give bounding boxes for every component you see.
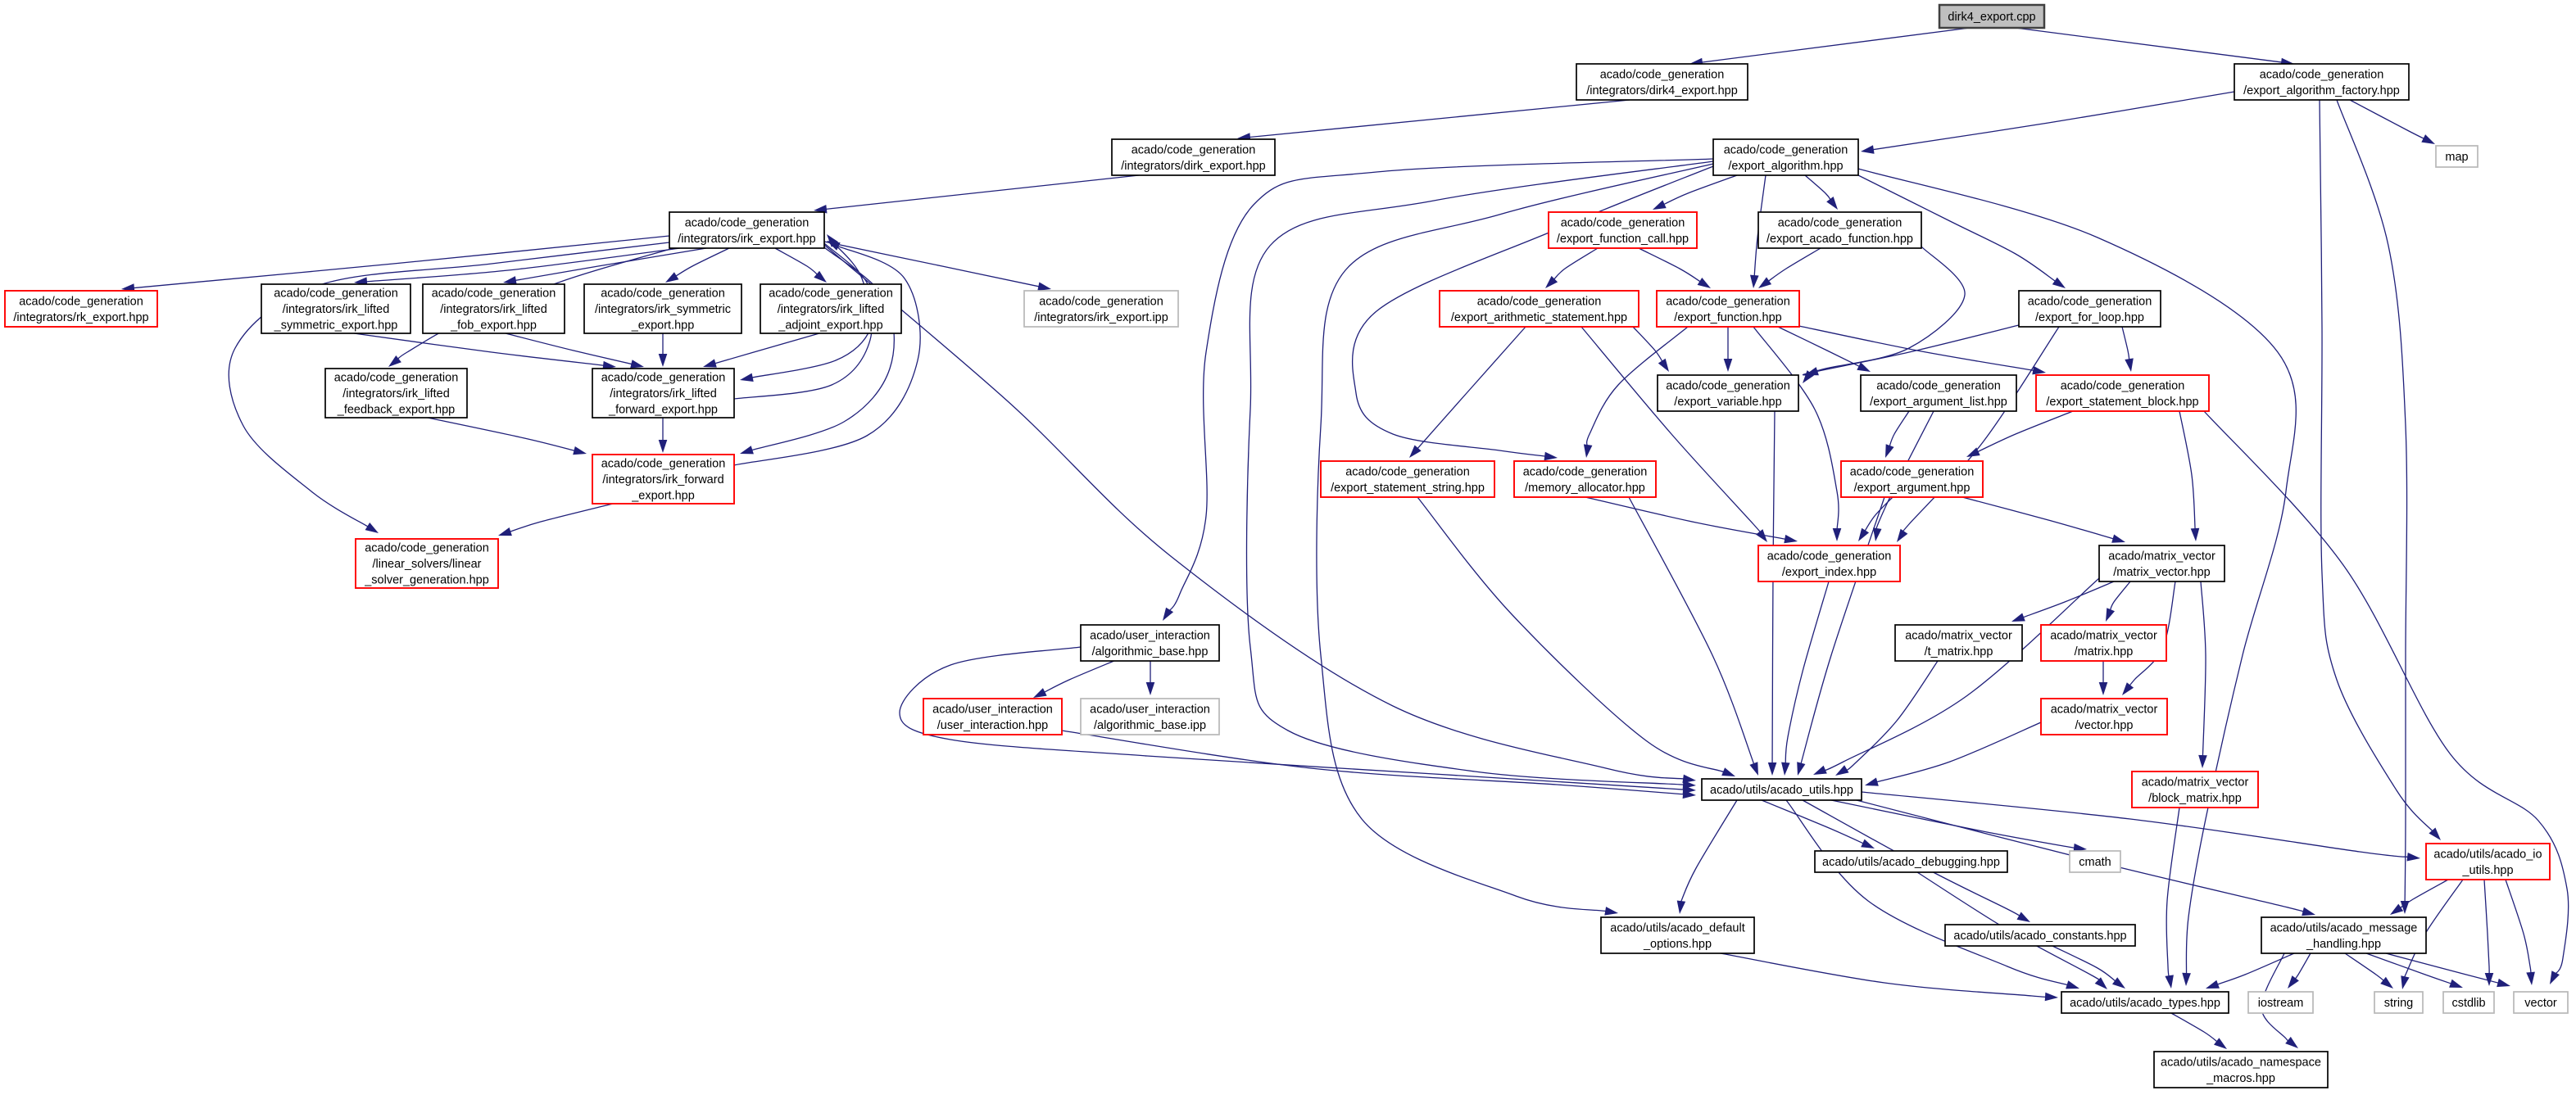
svg-text:acado/matrix_vector: acado/matrix_vector <box>1905 630 2012 643</box>
svg-text:acado/code_generation: acado/code_generation <box>2260 69 2384 82</box>
svg-text:acado/code_generation: acado/code_generation <box>601 287 725 301</box>
svg-text:/integrators/irk_lifted: /integrators/irk_lifted <box>283 303 390 316</box>
svg-text:/integrators/irk_export.ipp: /integrators/irk_export.ipp <box>1034 311 1168 324</box>
svg-text:_feedback_export.hpp: _feedback_export.hpp <box>337 404 456 417</box>
svg-text:/integrators/irk_forward: /integrators/irk_forward <box>602 473 723 486</box>
svg-text:cmath: cmath <box>2079 856 2111 869</box>
svg-text:acado/code_generation: acado/code_generation <box>1523 466 1648 479</box>
svg-text:acado/code_generation: acado/code_generation <box>19 296 143 309</box>
svg-text:acado/utils/acado_io: acado/utils/acado_io <box>2433 848 2542 862</box>
svg-text:_utils.hpp: _utils.hpp <box>2461 864 2513 877</box>
svg-text:/export_function.hpp: /export_function.hpp <box>1674 311 1781 324</box>
svg-text:/integrators/irk_symmetric: /integrators/irk_symmetric <box>595 303 731 316</box>
svg-text:acado/code_generation: acado/code_generation <box>1600 69 1725 82</box>
svg-text:_handling.hpp: _handling.hpp <box>2306 938 2381 951</box>
svg-text:acado/code_generation: acado/code_generation <box>1039 296 1163 309</box>
svg-text:acado/matrix_vector: acado/matrix_vector <box>2051 704 2158 717</box>
svg-text:acado/utils/acado_debugging.hp: acado/utils/acado_debugging.hpp <box>1822 856 2000 869</box>
svg-text:acado/utils/acado_utils.hpp: acado/utils/acado_utils.hpp <box>1710 784 1853 797</box>
svg-text:_fob_export.hpp: _fob_export.hpp <box>450 319 537 333</box>
svg-text:acado/matrix_vector: acado/matrix_vector <box>2108 550 2215 563</box>
svg-text:_adjoint_export.hpp: _adjoint_export.hpp <box>778 319 882 333</box>
svg-text:/memory_allocator.hpp: /memory_allocator.hpp <box>1525 482 1645 495</box>
svg-text:/integrators/rk_export.hpp: /integrators/rk_export.hpp <box>13 311 148 324</box>
svg-text:acado/code_generation: acado/code_generation <box>432 287 556 301</box>
svg-text:acado/user_interaction: acado/user_interaction <box>1090 630 1210 643</box>
svg-text:/matrix.hpp: /matrix.hpp <box>2075 645 2134 658</box>
svg-text:/export_algorithm.hpp: /export_algorithm.hpp <box>1728 160 1843 173</box>
svg-text:acado/code_generation: acado/code_generation <box>601 458 726 471</box>
svg-text:/matrix_vector.hpp: /matrix_vector.hpp <box>2113 566 2210 579</box>
svg-text:/algorithmic_base.ipp: /algorithmic_base.ipp <box>1094 719 1206 732</box>
svg-text:/integrators/irk_lifted: /integrators/irk_lifted <box>610 387 717 400</box>
svg-text:/integrators/dirk_export.hpp: /integrators/dirk_export.hpp <box>1121 160 1266 173</box>
svg-text:acado/code_generation: acado/code_generation <box>1345 466 1470 479</box>
svg-text:_solver_generation.hpp: _solver_generation.hpp <box>364 574 489 587</box>
svg-text:iostream: iostream <box>2258 997 2304 1010</box>
svg-text:acado/utils/acado_constants.hp: acado/utils/acado_constants.hpp <box>1953 930 2126 943</box>
svg-text:/linear_solvers/linear: /linear_solvers/linear <box>373 558 482 571</box>
svg-text:/block_matrix.hpp: /block_matrix.hpp <box>2148 792 2242 805</box>
svg-text:acado/code_generation: acado/code_generation <box>1561 217 1685 230</box>
svg-text:/export_statement_block.hpp: /export_statement_block.hpp <box>2046 396 2198 409</box>
svg-text:/export_argument_list.hpp: /export_argument_list.hpp <box>1870 396 2007 409</box>
svg-text:acado/code_generation: acado/code_generation <box>1767 550 1892 563</box>
svg-text:acado/code_generation: acado/code_generation <box>1778 217 1903 230</box>
svg-text:acado/code_generation: acado/code_generation <box>1132 144 1256 157</box>
svg-text:acado/code_generation: acado/code_generation <box>1666 296 1790 309</box>
svg-text:acado/code_generation: acado/code_generation <box>274 287 398 301</box>
svg-text:/export_argument.hpp: /export_argument.hpp <box>1854 482 1971 495</box>
svg-text:_forward_export.hpp: _forward_export.hpp <box>608 404 718 417</box>
svg-text:/vector.hpp: /vector.hpp <box>2075 719 2134 732</box>
svg-text:_export.hpp: _export.hpp <box>631 319 695 333</box>
svg-text:_symmetric_export.hpp: _symmetric_export.hpp <box>274 319 398 333</box>
svg-text:/integrators/dirk4_export.hpp: /integrators/dirk4_export.hpp <box>1586 84 1738 97</box>
svg-text:acado/code_generation: acado/code_generation <box>1666 380 1790 393</box>
svg-text:acado/code_generation: acado/code_generation <box>2061 380 2185 393</box>
svg-text:acado/code_generation: acado/code_generation <box>1477 296 1602 309</box>
svg-text:/algorithmic_base.hpp: /algorithmic_base.hpp <box>1092 645 1209 658</box>
svg-text:/export_variable.hpp: /export_variable.hpp <box>1674 396 1781 409</box>
svg-text:/export_acado_function.hpp: /export_acado_function.hpp <box>1766 233 1913 246</box>
svg-text:acado/utils/acado_message: acado/utils/acado_message <box>2270 922 2418 935</box>
svg-text:acado/code_generation: acado/code_generation <box>2028 296 2152 309</box>
svg-text:/export_algorithm_factory.hpp: /export_algorithm_factory.hpp <box>2243 84 2400 97</box>
svg-text:vector: vector <box>2524 997 2557 1010</box>
svg-text:_macros.hpp: _macros.hpp <box>2206 1072 2275 1085</box>
svg-text:_export.hpp: _export.hpp <box>631 490 695 503</box>
svg-text:/integrators/irk_export.hpp: /integrators/irk_export.hpp <box>678 233 815 246</box>
svg-text:acado/user_interaction: acado/user_interaction <box>1090 704 1210 717</box>
svg-text:/user_interaction.hpp: /user_interaction.hpp <box>937 719 1048 732</box>
svg-text:acado/code_generation: acado/code_generation <box>1876 380 2001 393</box>
svg-text:acado/code_generation: acado/code_generation <box>769 287 893 301</box>
svg-text:acado/utils/acado_types.hpp: acado/utils/acado_types.hpp <box>2070 997 2220 1010</box>
svg-text:/export_statement_string.hpp: /export_statement_string.hpp <box>1331 482 1485 495</box>
svg-text:/integrators/irk_lifted: /integrators/irk_lifted <box>778 303 885 316</box>
svg-text:/integrators/irk_lifted: /integrators/irk_lifted <box>440 303 547 316</box>
svg-text:acado/utils/acado_default: acado/utils/acado_default <box>1610 922 1744 935</box>
svg-text:map: map <box>2445 151 2468 164</box>
svg-text:dirk4_export.cpp: dirk4_export.cpp <box>1948 11 2035 24</box>
svg-text:string: string <box>2384 997 2413 1010</box>
svg-text:/export_index.hpp: /export_index.hpp <box>1782 566 1876 579</box>
svg-text:acado/utils/acado_namespace: acado/utils/acado_namespace <box>2161 1057 2321 1070</box>
svg-text:cstdlib: cstdlib <box>2451 997 2485 1010</box>
svg-text:/export_for_loop.hpp: /export_for_loop.hpp <box>2035 311 2144 324</box>
svg-text:acado/code_generation: acado/code_generation <box>1724 144 1848 157</box>
svg-text:acado/code_generation: acado/code_generation <box>334 372 459 385</box>
svg-text:acado/code_generation: acado/code_generation <box>365 542 489 555</box>
svg-text:acado/code_generation: acado/code_generation <box>601 372 726 385</box>
svg-text:acado/matrix_vector: acado/matrix_vector <box>2142 776 2249 790</box>
svg-text:_options.hpp: _options.hpp <box>1643 938 1712 951</box>
svg-text:/t_matrix.hpp: /t_matrix.hpp <box>1925 645 1993 658</box>
svg-text:/export_arithmetic_statement.h: /export_arithmetic_statement.hpp <box>1451 311 1627 324</box>
svg-text:acado/code_generation: acado/code_generation <box>1850 466 1975 479</box>
svg-text:/integrators/irk_lifted: /integrators/irk_lifted <box>342 387 450 400</box>
svg-text:acado/user_interaction: acado/user_interaction <box>932 704 1053 717</box>
svg-text:/export_function_call.hpp: /export_function_call.hpp <box>1557 233 1689 246</box>
svg-text:acado/matrix_vector: acado/matrix_vector <box>2050 630 2157 643</box>
svg-text:acado/code_generation: acado/code_generation <box>685 217 810 230</box>
